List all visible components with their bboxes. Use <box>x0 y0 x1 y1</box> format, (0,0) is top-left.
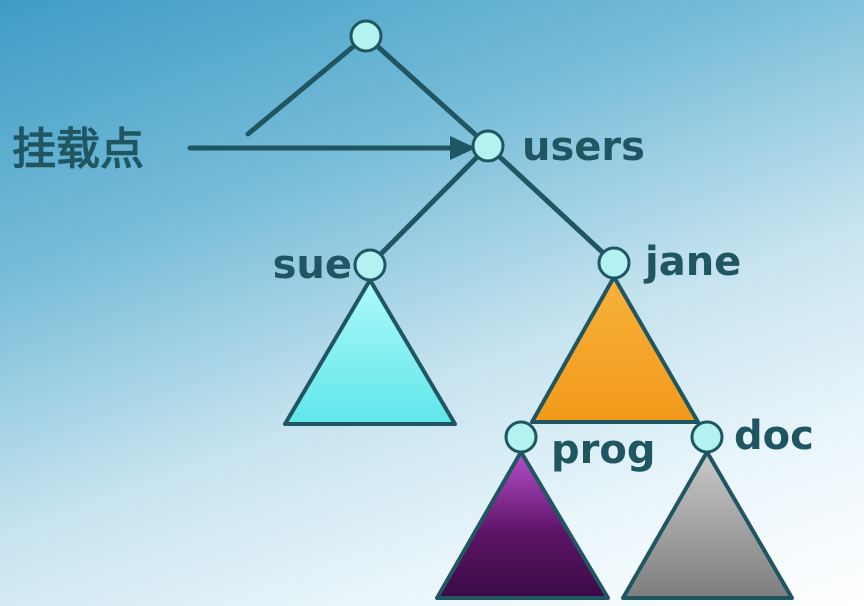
jane-subtree-triangle <box>530 275 700 424</box>
prog-label: prog <box>551 427 655 473</box>
edge-root-left <box>245 33 369 137</box>
sue-label: sue <box>273 242 352 288</box>
jane-node <box>597 246 631 280</box>
sue-node <box>353 248 387 282</box>
doc-subtree-triangle <box>621 450 794 600</box>
users-label: users <box>522 124 645 170</box>
root-node <box>349 19 383 53</box>
edge-users-sue <box>367 143 491 268</box>
prog-node <box>504 420 538 454</box>
users-node <box>471 129 505 163</box>
edge-users-jane <box>485 143 617 266</box>
mount-point-label: 挂载点 <box>12 124 144 175</box>
sue-subtree-triangle <box>283 278 457 426</box>
doc-node <box>690 420 724 454</box>
prog-subtree-triangle <box>435 450 610 600</box>
edge-root-users <box>363 33 491 149</box>
doc-label: doc <box>734 413 814 459</box>
jane-label: jane <box>643 239 741 285</box>
mount-arrow-head <box>450 136 476 160</box>
